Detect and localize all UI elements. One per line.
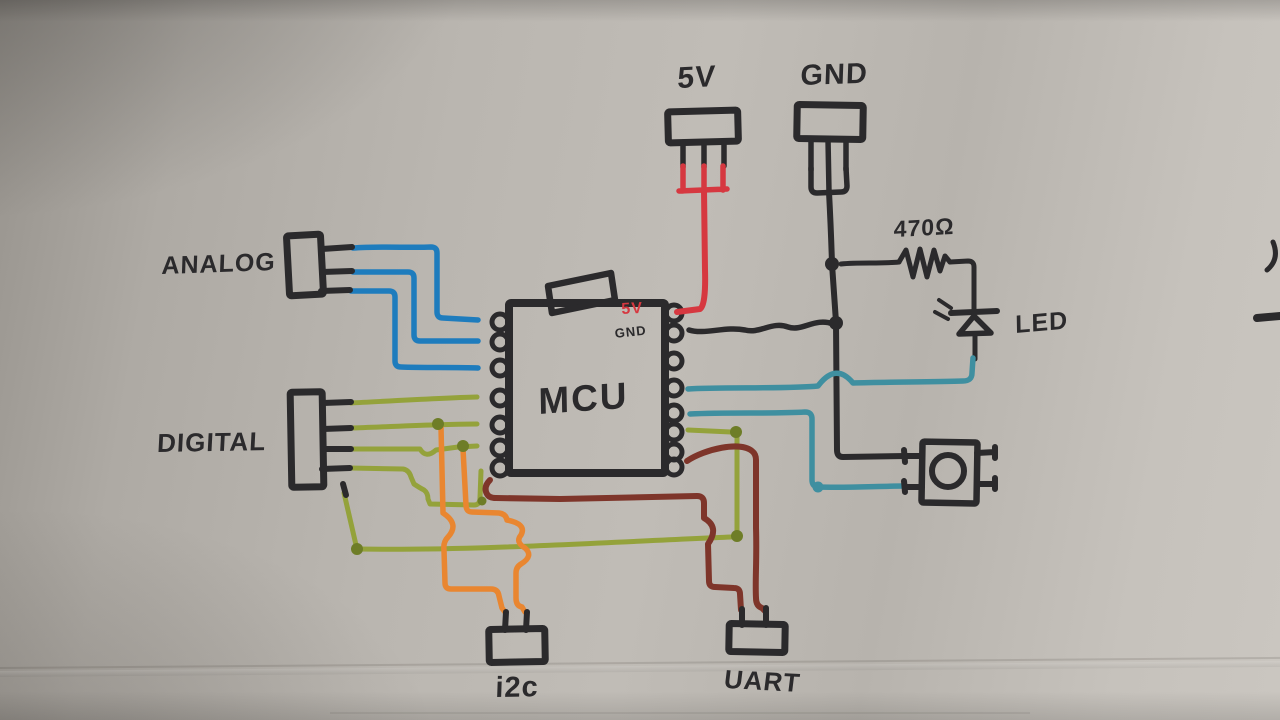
components bbox=[283, 100, 1280, 666]
i2c-wires bbox=[438, 424, 532, 615]
ground-resistor-junction-dot bbox=[825, 257, 839, 271]
mcu-pin bbox=[489, 457, 511, 479]
digital-i2c-junction-dot-1 bbox=[432, 418, 444, 430]
mcu-pin bbox=[489, 331, 511, 353]
led-ray-2 bbox=[933, 310, 950, 321]
ground-header-legs bbox=[808, 136, 849, 195]
mcu-pin bbox=[663, 377, 685, 399]
analog-header-pins bbox=[318, 244, 355, 294]
digital-bus-drop bbox=[341, 490, 359, 548]
analog-wire-1 bbox=[350, 244, 481, 323]
led-ray-1 bbox=[937, 298, 953, 310]
digital-label: DIGITAL bbox=[156, 426, 268, 459]
mcu-label: MCU bbox=[538, 374, 629, 423]
edge-stroke-fragment-bar bbox=[1253, 312, 1280, 322]
uart-wire-b bbox=[482, 477, 744, 613]
uart-label: UART bbox=[722, 664, 803, 698]
ground-net bbox=[686, 189, 1000, 460]
power-5v-bracket bbox=[676, 163, 730, 194]
ground-mcu-junction-dot bbox=[829, 316, 843, 330]
mcu-pin bbox=[663, 350, 685, 372]
digital-bus-corner-dot-right bbox=[731, 530, 743, 542]
mcu-pin bbox=[489, 414, 511, 436]
i2c-wire-1 bbox=[438, 424, 508, 615]
uart-wires bbox=[482, 443, 769, 615]
power-5v-wire bbox=[674, 163, 730, 315]
uart-header-pins bbox=[739, 605, 769, 628]
mcu-pin bbox=[663, 402, 685, 424]
digital-bus-corner-dot-left bbox=[351, 543, 363, 555]
mcu-right-pins bbox=[663, 302, 685, 478]
junction-dots bbox=[351, 257, 843, 555]
mcu-pin bbox=[489, 437, 511, 459]
digital-header-body bbox=[286, 388, 328, 491]
resistor-value-label: 470Ω bbox=[893, 212, 955, 243]
power-header-5v-body bbox=[664, 106, 742, 147]
ground-header-bracket bbox=[808, 165, 850, 196]
digital-wire-2 bbox=[348, 421, 480, 431]
digital-wire-4 bbox=[347, 465, 484, 508]
mcu-pin bbox=[663, 456, 685, 478]
digital-wire-3 bbox=[348, 443, 480, 457]
analog-header-body bbox=[283, 230, 327, 300]
digital-corner-dot-small bbox=[477, 496, 487, 506]
digital-header-pins bbox=[319, 399, 354, 498]
led-cathode-bar bbox=[948, 308, 1000, 316]
resistor-right-lead bbox=[947, 258, 977, 313]
mcu-pin-5v-label: 5V bbox=[621, 299, 644, 318]
analog-wire-3 bbox=[348, 288, 481, 371]
resistor-zigzag bbox=[896, 246, 953, 280]
i2c-header-pins bbox=[502, 609, 530, 633]
led-drive-wire bbox=[685, 355, 976, 392]
ground-label: GND bbox=[799, 57, 869, 93]
mcu-pin bbox=[489, 387, 511, 409]
analog-wire-2 bbox=[350, 269, 481, 344]
edge-stroke-fragment-curve bbox=[1264, 239, 1278, 273]
ground-to-mcu-wire bbox=[686, 319, 836, 335]
led-triangle bbox=[956, 313, 994, 337]
i2c-header-body bbox=[485, 625, 549, 666]
mcu-pin bbox=[663, 421, 685, 443]
i2c-wire-2 bbox=[460, 446, 532, 615]
mcu-pin bbox=[663, 322, 685, 344]
power-header-5v-legs bbox=[680, 139, 727, 170]
mcu-pin bbox=[489, 311, 511, 333]
mcu-pin bbox=[489, 357, 511, 379]
push-button-cap bbox=[929, 452, 967, 490]
ground-header-body bbox=[793, 100, 867, 144]
button-wire-corner-dot bbox=[812, 481, 824, 493]
uart-header-body bbox=[725, 620, 789, 656]
digital-bus-corner-dot-top bbox=[730, 426, 742, 438]
button-sense-wire bbox=[687, 409, 908, 491]
power-5v-label: 5V bbox=[676, 59, 717, 96]
analog-wires bbox=[348, 244, 481, 371]
digital-i2c-junction-dot-2 bbox=[457, 440, 469, 452]
power-5v-drop bbox=[674, 187, 709, 315]
i2c-label: i2c bbox=[494, 671, 540, 705]
push-button-pins bbox=[901, 444, 998, 495]
push-button-body bbox=[918, 438, 981, 507]
mcu-left-pins bbox=[489, 311, 511, 479]
led-label: LED bbox=[1015, 306, 1069, 340]
digital-bus-bottom bbox=[354, 534, 734, 552]
analog-label: ANALOG bbox=[161, 248, 277, 281]
digital-wire-1 bbox=[348, 394, 480, 406]
uart-wire-a bbox=[684, 443, 769, 615]
resistor-left-lead bbox=[838, 259, 902, 267]
teal-wires bbox=[685, 355, 976, 491]
mcu-crystal-box bbox=[544, 269, 619, 317]
